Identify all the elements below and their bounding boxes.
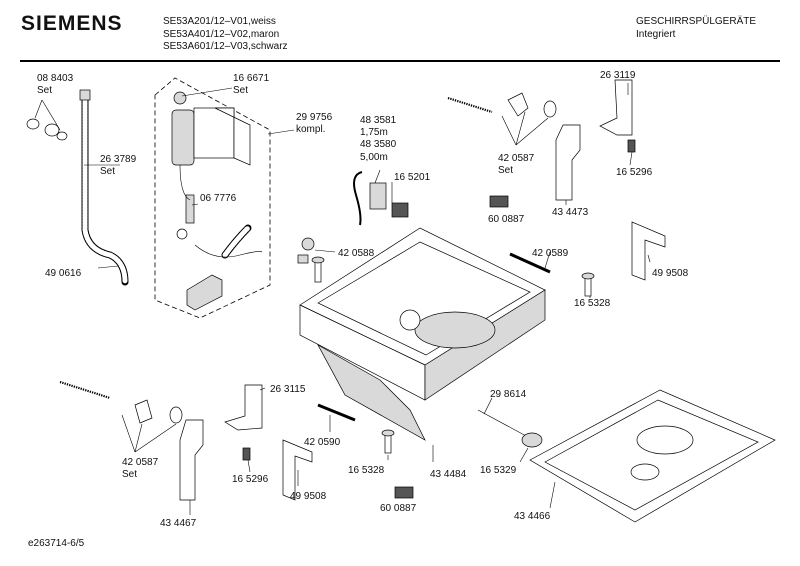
drain-hose-segment-part: [194, 224, 263, 259]
model-line: SE53A401/12–V02,maron: [163, 28, 280, 40]
hinge-lever-part: [555, 124, 581, 201]
part-number-label: 60 0887: [380, 503, 417, 514]
part-number-label: 42 0587: [498, 153, 535, 164]
screw-part: [627, 139, 636, 153]
power-cable-part: [353, 171, 387, 226]
leveling-foot-part: [311, 256, 325, 283]
part-number-label: 16 6671: [233, 73, 270, 84]
part-note-label: Set: [498, 165, 513, 176]
part-number-label: 16 5296: [232, 474, 269, 485]
part-number-label: 43 4484: [430, 469, 467, 480]
door-spring-part: [447, 92, 557, 118]
part-number-label: 42 0588: [338, 248, 375, 259]
part-number-label: 29 9756: [296, 112, 333, 123]
part-number-label: 48 3581: [360, 115, 397, 126]
leveling-foot-part: [381, 429, 395, 454]
part-number-label: 16 5296: [616, 167, 653, 178]
hinge-bracket-part: [599, 79, 633, 136]
assembly-group-outline: [154, 77, 271, 319]
drain-pump-part: [477, 409, 543, 448]
inlet-valve-part: [171, 91, 251, 240]
part-note-label: Set: [37, 85, 52, 96]
part-number-label: 16 5328: [574, 298, 611, 309]
part-number-label: 49 9508: [652, 268, 689, 279]
door-spring-part: [59, 380, 183, 424]
screw-part: [242, 447, 251, 461]
part-number-label: 16 5201: [394, 172, 431, 183]
category-subtitle: Integriert: [636, 28, 676, 40]
leveling-foot-part: [581, 272, 595, 297]
leader-lines: [34, 83, 651, 515]
header-divider: [20, 60, 780, 62]
drawing-code: e263714-6/5: [28, 538, 85, 549]
part-number-label: 26 3115: [270, 384, 306, 395]
hinge-lever-part: [179, 419, 204, 501]
part-number-label: 06 7776: [200, 193, 237, 204]
connector-part: [391, 202, 409, 218]
part-number-label: 08 8403: [37, 73, 74, 84]
part-number-label: 49 0616: [45, 268, 82, 279]
hose-clamp-part: [26, 118, 68, 141]
part-number-label: 29 8614: [490, 389, 527, 400]
part-note-label: Set: [100, 166, 115, 177]
part-number-label: 42 0587: [122, 457, 159, 468]
part-number-label: 43 4466: [514, 511, 551, 522]
inlet-hose-part: [79, 89, 129, 286]
pad-part: [394, 486, 414, 499]
part-number-label: 43 4467: [160, 518, 197, 529]
guide-rail-part: [317, 403, 356, 422]
guide-rail-part: [509, 252, 551, 274]
model-line: SE53A201/12–V01,weiss: [163, 16, 276, 27]
appliance-category: GESCHIRRSPÜLGERÄTE Integriert: [636, 16, 756, 41]
side-panel-part: [631, 221, 666, 281]
part-note-label: 5,00m: [360, 152, 388, 163]
part-number-label: 48 3580: [360, 139, 397, 150]
side-panel-part: [282, 439, 313, 501]
part-number-label: 60 0887: [488, 214, 525, 225]
part-number-label: 16 5329: [480, 465, 517, 476]
part-number-label: 42 0590: [304, 437, 341, 448]
part-note-label: Set: [122, 469, 137, 480]
part-note-label: Set: [233, 85, 248, 96]
valve-bracket-part: [186, 274, 223, 311]
part-number-label: 43 4473: [552, 207, 589, 218]
part-labels: 08 8403 Set 16 6671 Set 29 9756 kompl. 2…: [37, 70, 689, 529]
part-note-label: kompl.: [296, 124, 325, 135]
base-tray-part: [529, 389, 776, 523]
part-number-label: 26 3119: [600, 70, 636, 81]
part-number-label: 42 0589: [532, 248, 569, 259]
pad-part: [489, 195, 509, 208]
model-line: SE53A601/12–V03,schwarz: [163, 41, 288, 52]
part-number-label: 16 5328: [348, 465, 385, 476]
model-list: SE53A201/12–V01,weiss SE53A401/12–V02,ma…: [163, 16, 288, 54]
category-title: GESCHIRRSPÜLGERÄTE: [636, 16, 757, 27]
part-number-label: 26 3789: [100, 154, 137, 165]
part-note-label: 1,75m: [360, 127, 388, 138]
foot-screw-part: [301, 237, 315, 251]
brand-logo: SIEMENS: [21, 12, 123, 35]
dishwasher-base-unit: [299, 227, 546, 441]
foot-screw-part: [297, 254, 309, 264]
hinge-bracket-part: [224, 384, 263, 431]
part-number-label: 49 9508: [290, 491, 327, 502]
